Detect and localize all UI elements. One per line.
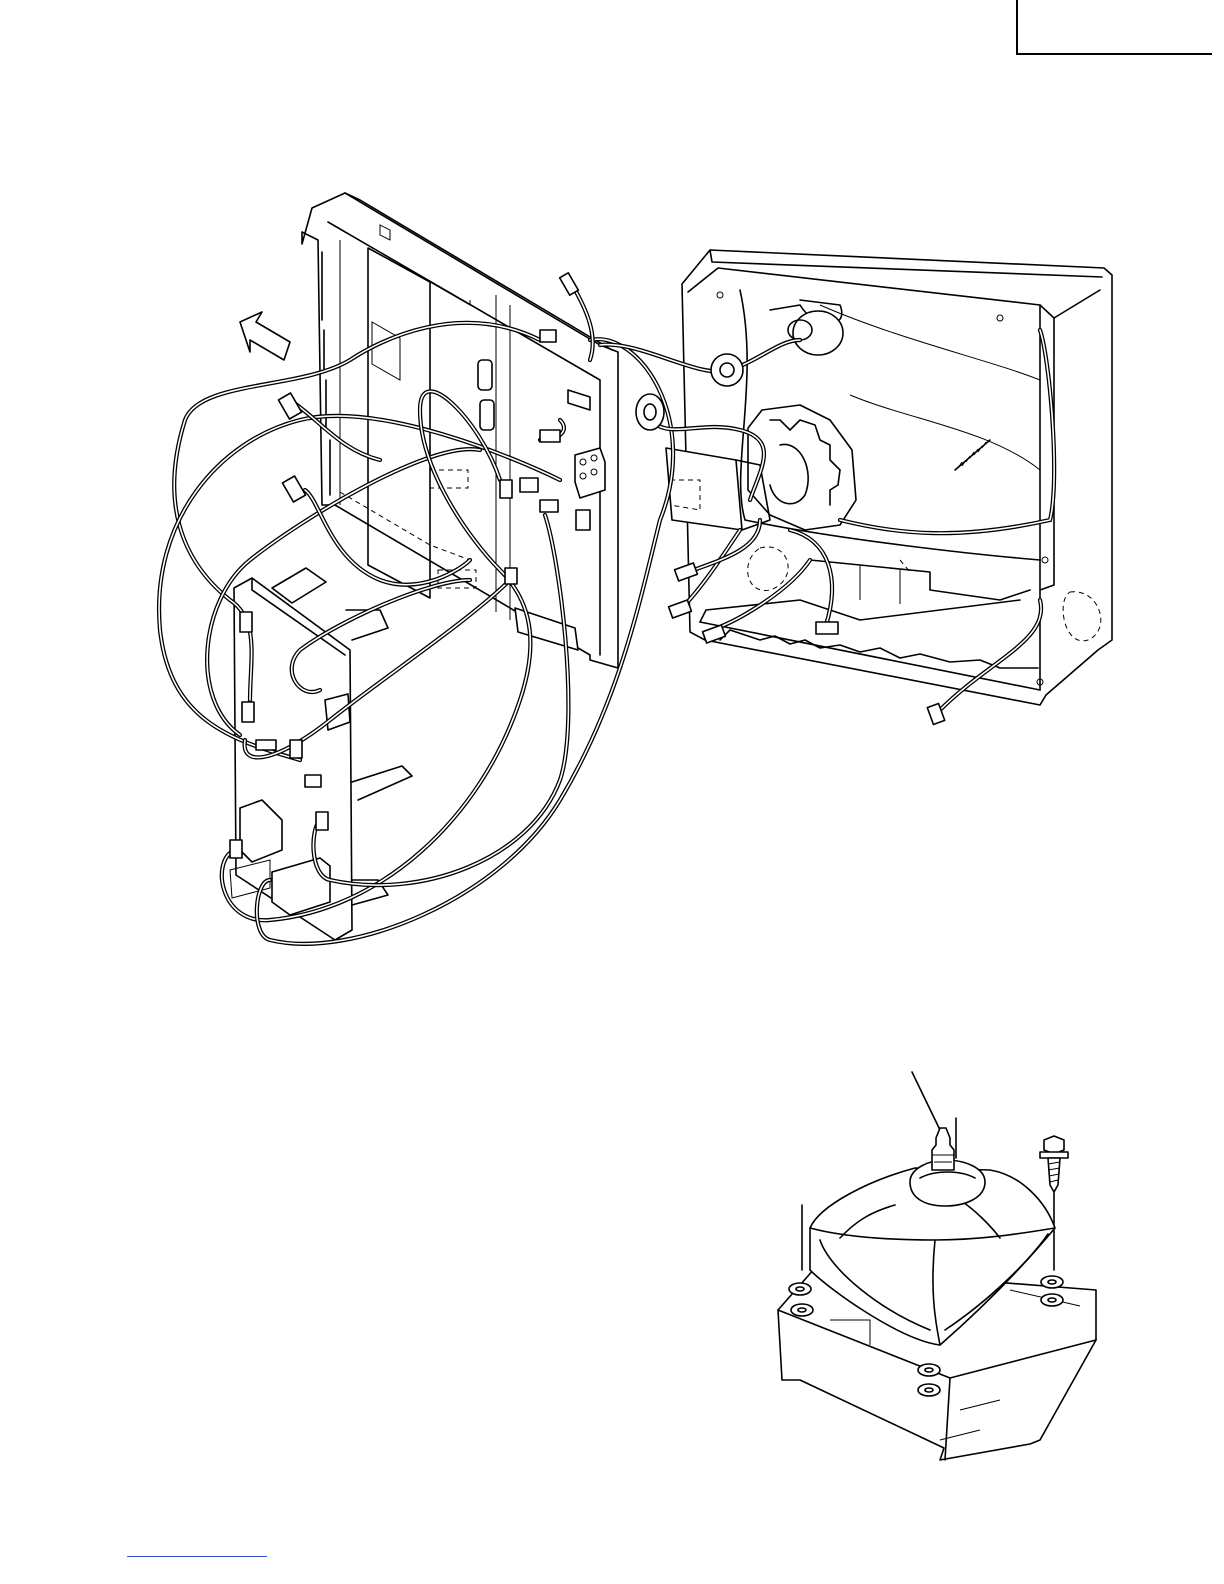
chassis-upper-housing — [302, 193, 618, 668]
connector-plug — [240, 612, 252, 632]
anode-cap — [793, 311, 843, 355]
connector-plug — [505, 568, 517, 584]
connector-plug — [560, 273, 579, 295]
connector-plug — [500, 480, 512, 498]
cabinet-outer — [682, 250, 1112, 705]
connector-plug — [540, 330, 556, 342]
connector-plug — [278, 393, 301, 419]
grommet-left — [636, 394, 664, 430]
connector-plug — [669, 600, 692, 618]
connector-plug — [290, 740, 302, 758]
connector-plug — [305, 775, 321, 787]
footer-link-underline[interactable] — [127, 1556, 267, 1557]
cabinet-rear — [666, 250, 1112, 705]
tube-mounting-figure — [778, 1072, 1096, 1460]
leader-line — [912, 1072, 940, 1130]
grommet-right — [711, 354, 743, 386]
connector-plug — [256, 740, 276, 750]
connector-plug — [816, 622, 838, 634]
connector-plug — [282, 476, 305, 502]
connector-plug — [576, 510, 590, 530]
connector-plug — [520, 478, 538, 492]
tube-neck — [932, 1128, 954, 1170]
cable-clamp — [480, 400, 494, 430]
connector-plug — [316, 812, 328, 830]
connector-plug — [230, 840, 242, 858]
connector-plug — [242, 702, 254, 722]
chassis-assembly — [230, 193, 618, 940]
terminal-block — [575, 448, 605, 498]
crt-socket-board — [666, 448, 742, 530]
removal-arrow — [240, 312, 290, 360]
connector-plug — [540, 430, 560, 442]
connector-plug — [540, 500, 558, 512]
mounting-screw — [1040, 1136, 1068, 1192]
cable-clamp — [478, 360, 492, 390]
